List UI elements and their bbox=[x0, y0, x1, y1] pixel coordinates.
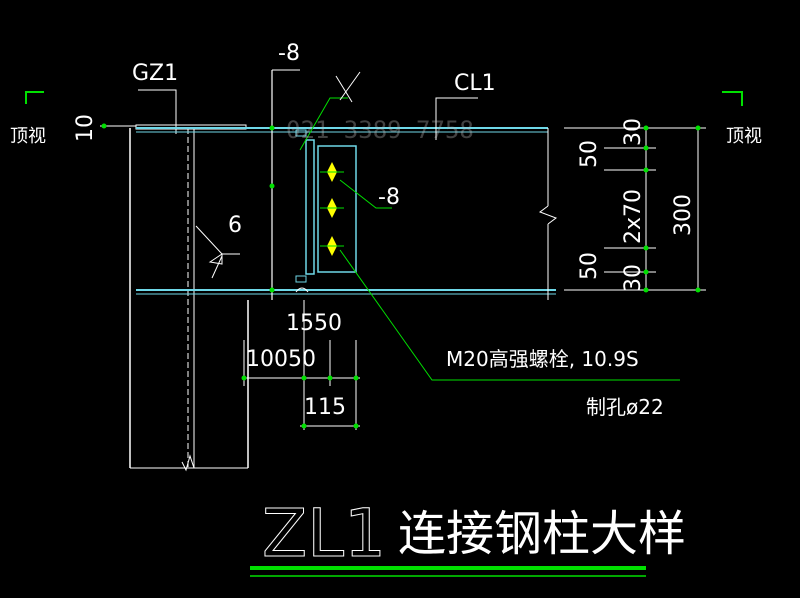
dim-300: 300 bbox=[671, 194, 696, 236]
hole-note-text: 制孔ø22 bbox=[586, 395, 664, 419]
watermark-phone: 021 3389 7758 bbox=[286, 116, 474, 144]
view-label-left: 顶视 bbox=[10, 126, 46, 147]
dim-left-10: 10 bbox=[73, 114, 136, 142]
dim-chain-right: 30 50 2x70 50 30 300 bbox=[564, 118, 706, 293]
view-marker-right: 顶视 bbox=[722, 91, 762, 147]
dim-115: 115 bbox=[304, 395, 346, 420]
label-cl1: CL1 bbox=[454, 71, 496, 96]
label-gz1: GZ1 bbox=[132, 61, 178, 86]
dim-50-top: 50 bbox=[577, 140, 602, 168]
weld-symbol: 6 bbox=[195, 213, 242, 279]
dim-10-text: 10 bbox=[73, 114, 98, 142]
view-label-right: 顶视 bbox=[726, 126, 762, 147]
connection-plate bbox=[295, 129, 357, 293]
title-code: ZL1 bbox=[262, 495, 386, 572]
dim-1550: 1550 bbox=[286, 311, 342, 336]
dim-50-bot: 50 bbox=[577, 252, 602, 280]
title-cn: 连接钢柱大样 bbox=[398, 506, 686, 562]
beam-flanges bbox=[136, 127, 556, 295]
dim-10050: 10050 bbox=[246, 347, 316, 372]
dim-2x70: 2x70 bbox=[621, 189, 646, 244]
label-plate-right: -8 bbox=[378, 185, 400, 210]
leader-top-weld bbox=[299, 71, 361, 151]
label-plate-top: -8 bbox=[278, 41, 300, 66]
bolt-note-text: M20高强螺栓, 10.9S bbox=[446, 347, 639, 371]
view-marker-left: 顶视 bbox=[10, 91, 46, 147]
leader-plate-right: -8 bbox=[339, 179, 400, 210]
dim-30-top: 30 bbox=[621, 118, 646, 146]
label-gz1-group: GZ1 bbox=[132, 61, 178, 134]
stiffener-line: -8 bbox=[269, 41, 300, 300]
drawing-title: ZL1 连接钢柱大样 bbox=[250, 495, 686, 577]
dim-chain-bottom: 1550 10050 115 bbox=[241, 300, 360, 430]
column-gz1 bbox=[129, 124, 249, 472]
label-weld-6: 6 bbox=[228, 213, 242, 238]
beam-break bbox=[538, 128, 558, 300]
label-cl1-group: CL1 bbox=[435, 71, 496, 140]
dim-30-bot: 30 bbox=[621, 264, 646, 292]
bolt-note: M20高强螺栓, 10.9S 制孔ø22 bbox=[339, 249, 680, 419]
bolts bbox=[320, 162, 344, 256]
